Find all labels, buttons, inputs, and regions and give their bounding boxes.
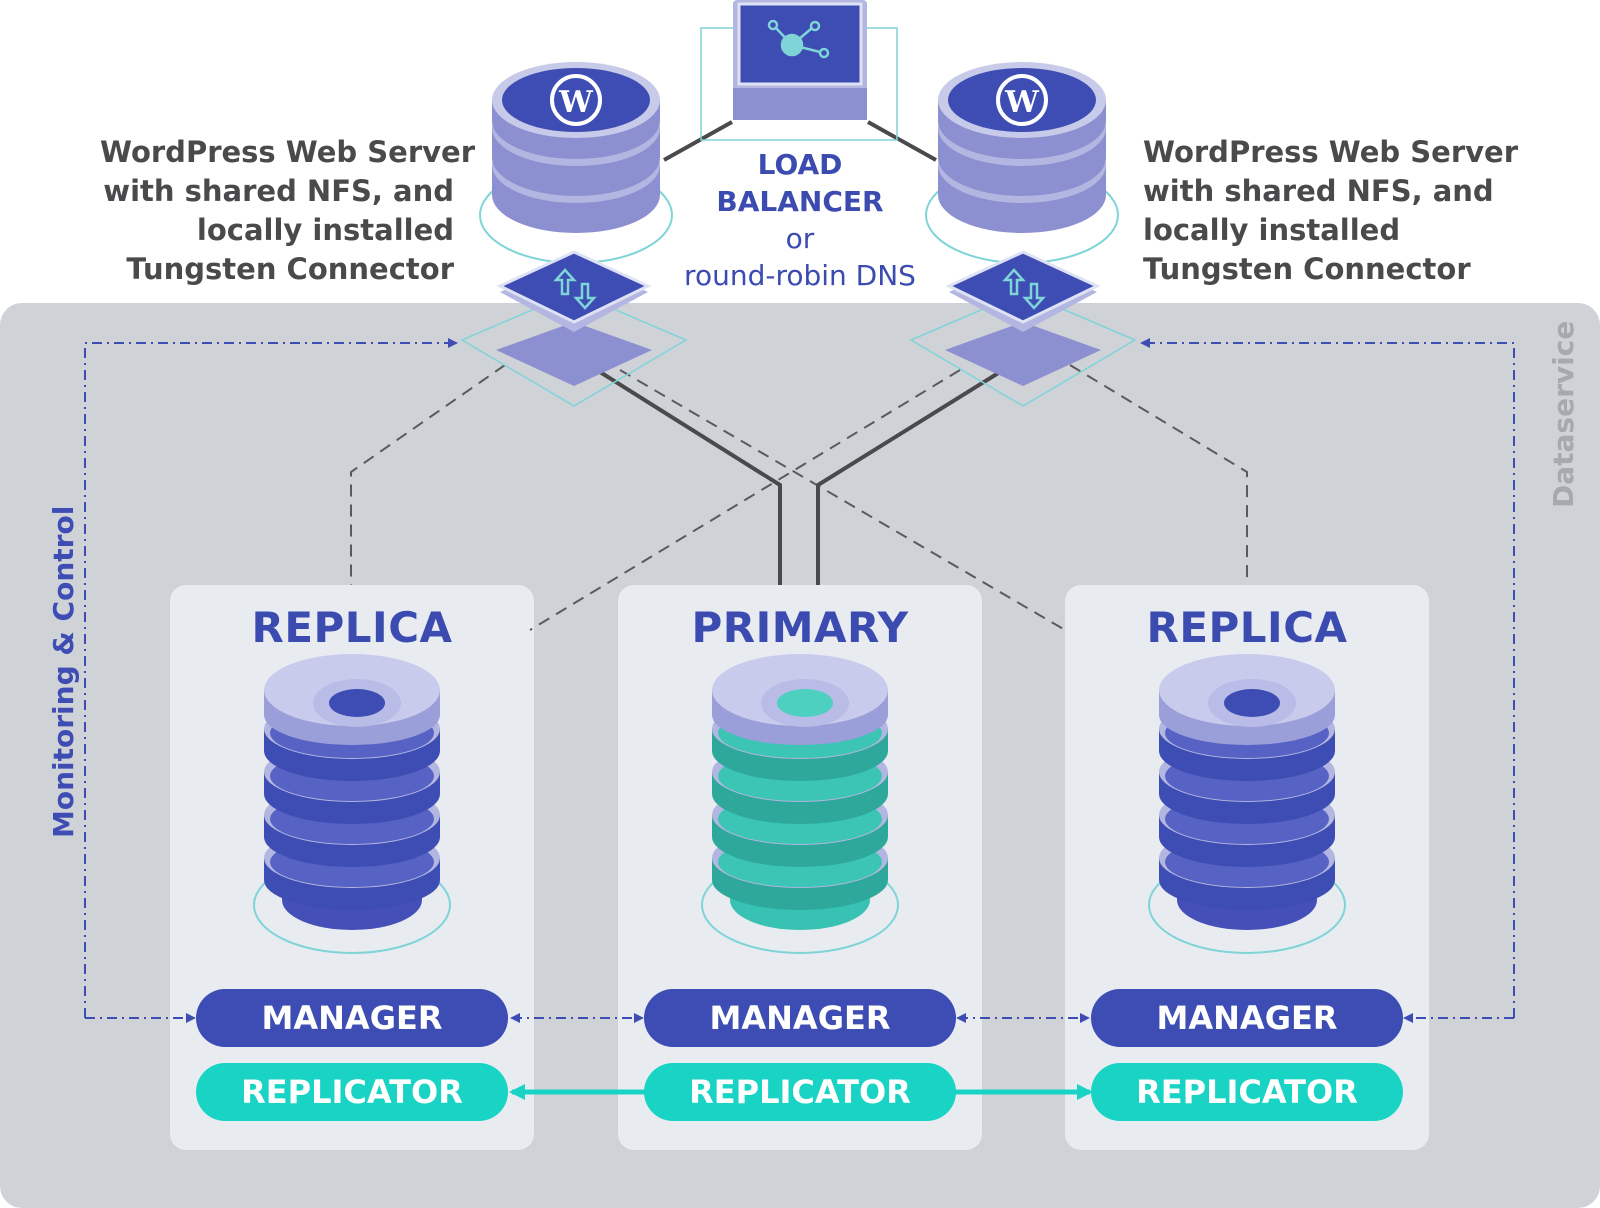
load-balancer-device xyxy=(700,0,898,141)
manager-badge-right: MANAGER xyxy=(1091,989,1403,1047)
web-server-label-line: locally installed xyxy=(1143,213,1401,247)
database-icon xyxy=(1148,654,1346,954)
web-server-label-line: Tungsten Connector xyxy=(1143,252,1471,286)
monitoring-control-label: Monitoring & Control xyxy=(47,505,80,838)
svg-text:W: W xyxy=(558,85,594,120)
connector-solid-links xyxy=(598,370,1002,585)
web-server-label-left: WordPress Web Server with shared NFS, an… xyxy=(100,133,475,289)
web-server-label-line: with shared NFS, and xyxy=(1143,174,1494,208)
replicator-badge-right: REPLICATOR xyxy=(1091,1063,1403,1121)
lb-links xyxy=(663,120,937,162)
tungsten-connector-left xyxy=(460,250,688,407)
database-icon xyxy=(701,654,899,954)
web-server-label-line: WordPress Web Server xyxy=(1143,135,1518,169)
wordpress-server-left: W xyxy=(479,62,673,264)
node-title-replica-left: REPLICA xyxy=(251,603,453,652)
tungsten-connector-right xyxy=(909,250,1137,407)
web-server-label-right: WordPress Web Server with shared NFS, an… xyxy=(1143,133,1523,289)
lb-label-line1: LOAD xyxy=(757,148,843,181)
wordpress-icon: W xyxy=(996,74,1048,126)
database-icon xyxy=(253,654,451,954)
web-server-label-line: locally installed xyxy=(196,213,454,247)
manager-badge-left: MANAGER xyxy=(196,989,508,1047)
lb-label-line2: BALANCER xyxy=(716,185,884,218)
lb-label-line4: round-robin DNS xyxy=(684,259,916,292)
network-hub-icon xyxy=(767,19,830,59)
web-server-label-line: with shared NFS, and xyxy=(103,174,454,208)
load-balancer-label: LOAD BALANCER or round-robin DNS xyxy=(640,146,960,294)
wordpress-server-right: W xyxy=(925,62,1119,264)
dataservice-label: Dataservice xyxy=(1547,320,1580,508)
web-server-label-line: Tungsten Connector xyxy=(126,252,454,286)
node-title-replica-right: REPLICA xyxy=(1146,603,1348,652)
svg-text:W: W xyxy=(1004,85,1040,120)
replicator-badge-left: REPLICATOR xyxy=(196,1063,508,1121)
monitoring-links xyxy=(84,338,1515,1023)
up-down-arrows-icon xyxy=(553,268,597,310)
up-down-arrows-icon xyxy=(1002,268,1046,310)
lb-label-line3: or xyxy=(785,222,815,255)
connector-dashed-links xyxy=(350,364,1248,631)
web-server-label-line: WordPress Web Server xyxy=(100,135,475,169)
replicator-badge-primary: REPLICATOR xyxy=(644,1063,956,1121)
wordpress-icon: W xyxy=(550,74,602,126)
node-title-primary: PRIMARY xyxy=(691,603,909,652)
manager-badge-primary: MANAGER xyxy=(644,989,956,1047)
